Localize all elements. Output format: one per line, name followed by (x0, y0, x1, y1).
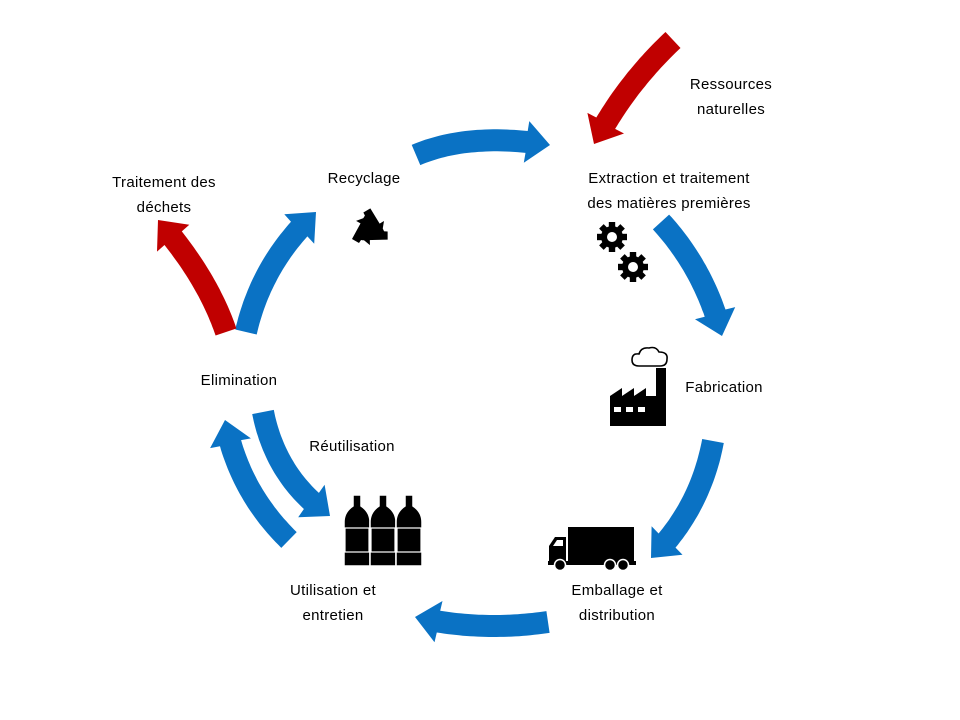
arrow-recycling-to-extraction (411, 121, 550, 166)
extraction-label-line1: Extraction et traitement (588, 170, 750, 187)
resources-label-line1: Ressources (689, 76, 773, 93)
arrow-resources-to-extraction (587, 32, 681, 144)
reuse-label-text: Réutilisation (309, 438, 395, 455)
fabrication-label: Fabrication (674, 375, 774, 400)
elimination-label-text: Elimination (200, 372, 278, 389)
arrow-elimination-to-usage-reuse (252, 409, 330, 518)
bottles-icon (343, 494, 423, 567)
elimination-label: Elimination (186, 368, 292, 393)
distribution-label-line1: Emballage et (571, 582, 663, 599)
arrow-elimination-to-waste (157, 220, 237, 336)
fabrication-label-text: Fabrication (685, 379, 763, 396)
bottle-2 (369, 494, 397, 567)
arrow-distribution-to-usage (415, 601, 550, 643)
arrow-usage-to-elimination (210, 420, 297, 548)
external-arrows (157, 32, 681, 336)
resources-label: Ressources naturelles (672, 72, 790, 122)
resources-label-line2: naturelles (696, 101, 766, 118)
usage-label-line2: entretien (302, 607, 364, 624)
waste-label: Traitement des déchets (96, 170, 232, 220)
cycle-arrows (210, 121, 736, 643)
bottle-1 (343, 494, 371, 567)
distribution-label-line2: distribution (578, 607, 656, 624)
extraction-label-line2: des matières premières (587, 195, 751, 212)
bottle-3 (395, 494, 423, 567)
truck-icon (548, 527, 636, 572)
arrow-fabrication-to-distribution (651, 439, 724, 558)
arrow-extraction-to-fabrication (652, 214, 736, 336)
factory-icon (610, 346, 668, 426)
usage-label: Utilisation et entretien (270, 578, 396, 628)
recycling-label-text: Recyclage (327, 170, 401, 187)
gears-icon (597, 222, 648, 282)
waste-label-line2: déchets (136, 199, 192, 216)
recycling-label: Recyclage (316, 166, 412, 191)
waste-label-line1: Traitement des (112, 174, 216, 191)
arrow-elimination-to-recycling (235, 212, 316, 335)
extraction-label: Extraction et traitement des matières pr… (562, 166, 776, 216)
recycle-icon (352, 208, 388, 246)
reuse-label: Réutilisation (296, 434, 408, 459)
distribution-label: Emballage et distribution (556, 578, 678, 628)
usage-label-line1: Utilisation et (290, 582, 376, 599)
